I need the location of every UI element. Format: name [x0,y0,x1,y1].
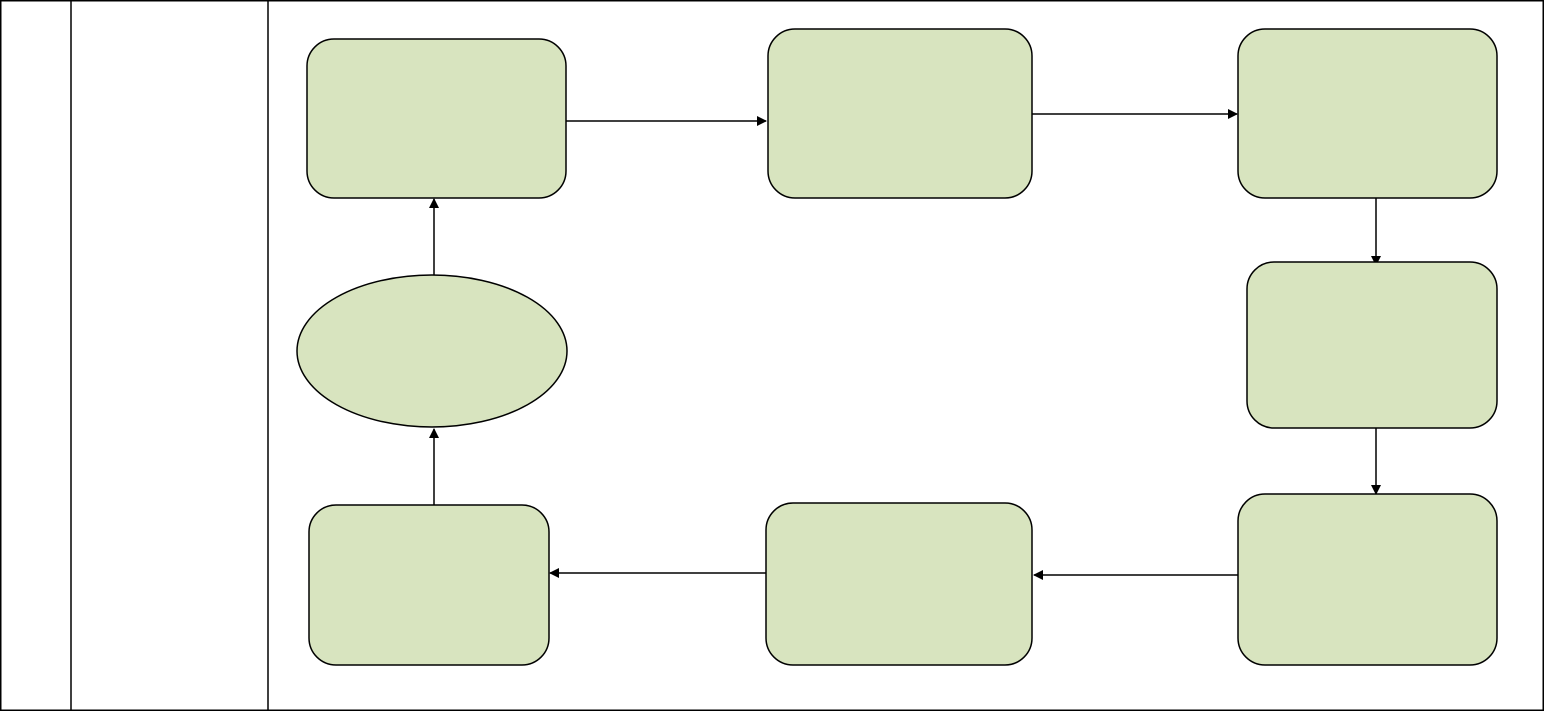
flow-node-shape [296,274,568,428]
diagram-nodes [296,28,1498,666]
flow-node-n3 [1237,28,1498,199]
flow-node-n8 [296,274,568,428]
flow-node-shape [306,38,567,199]
flow-node-shape [765,502,1033,666]
flow-node-n5 [1237,493,1498,666]
diagram-edges [429,109,1381,580]
flow-node-n1 [306,38,567,199]
flow-node-n4 [1246,261,1498,429]
flow-node-shape [767,28,1033,199]
flow-node-shape [1246,261,1498,429]
flow-node-n6 [765,502,1033,666]
flow-node-n2 [767,28,1033,199]
flow-node-shape [308,504,550,666]
flow-node-n7 [308,504,550,666]
flow-node-shape [1237,28,1498,199]
flow-node-shape [1237,493,1498,666]
